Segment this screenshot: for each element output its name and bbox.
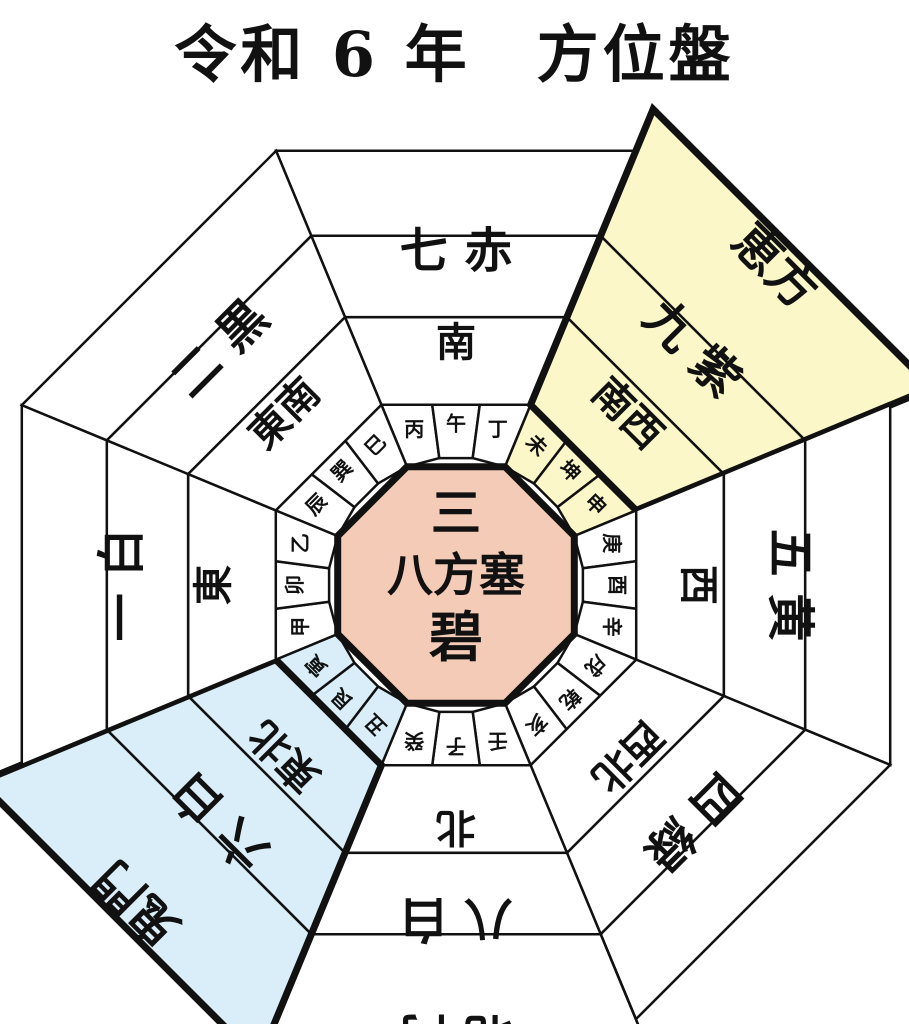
stem-label: 甲 [288,617,312,637]
star-label: 五 黄 [762,529,818,642]
stem-label: 午 [446,412,466,436]
stem-label: 子 [446,735,466,759]
center-tag-label: 八方塞 [387,548,525,602]
sector-e: 甲 卯 乙東一 白 [20,403,340,767]
stem-label: 壬 [488,729,508,753]
page-title: 令和 6 年 方位盤 [174,18,735,91]
stem-label: 癸 [403,729,425,753]
sector-s: 丙午丁 南 七 赤 [274,149,638,469]
stem-label: 酉 [606,575,630,595]
outer-label: 北 門 [400,1008,513,1024]
direction-label: 西 [675,565,722,605]
center-star-label: 三 [431,484,481,543]
stem-label: 乙 [288,533,312,553]
sector-frame [0,655,386,1024]
star-label: 一 白 [94,529,150,642]
direction-label: 東 [190,565,237,605]
direction-label: 北 [436,804,476,851]
sector-frame [526,103,909,515]
stem-label: 丙 [404,417,424,441]
stem-label: 庚 [600,533,624,553]
center-color-label: 碧 [429,605,483,669]
star-label: 七 赤 [400,223,513,279]
sector-nw: 戌乾亥西北四 緑 [503,632,893,1022]
direction-label: 南 [436,319,476,366]
star-label: 八 白 [400,891,513,947]
stem-label: 辛 [600,617,624,637]
center-octagon [334,463,578,707]
stem-label: 卯 [283,575,307,595]
center-layer: 三 八方塞 碧 [334,463,578,707]
outer-cell [19,148,313,442]
sector-frame [272,932,640,1024]
stem-label: 丁 [488,417,508,441]
